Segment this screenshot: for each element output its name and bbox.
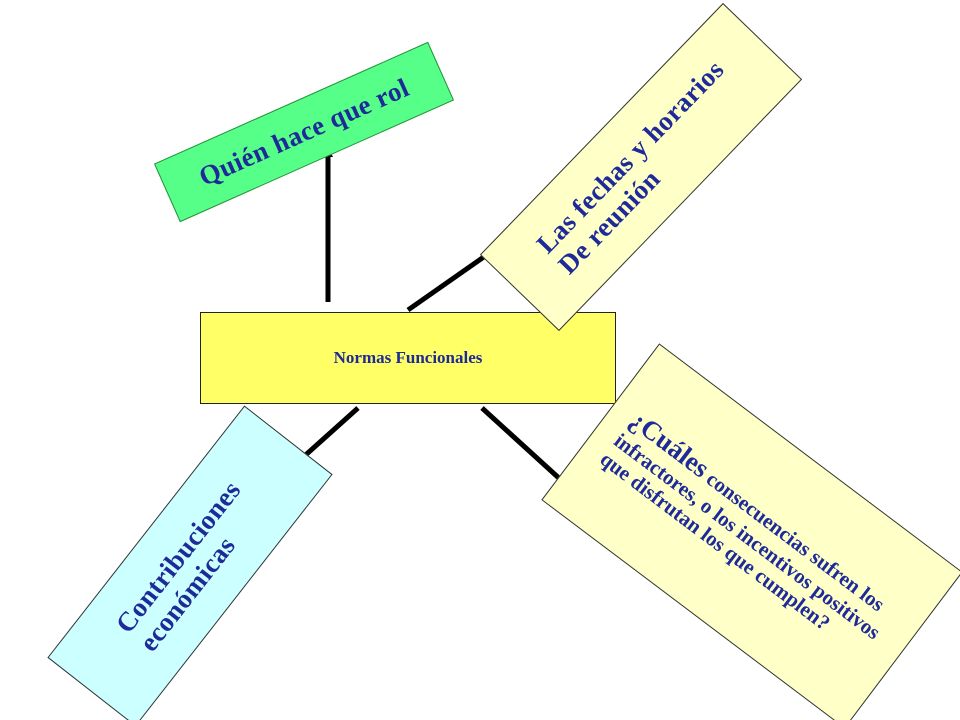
central-node-label: Normas Funcionales	[333, 348, 483, 367]
central-node: Normas Funcionales	[200, 312, 616, 404]
arrow-to-consequences	[480, 406, 575, 493]
arrow-to-contributions	[297, 406, 360, 463]
